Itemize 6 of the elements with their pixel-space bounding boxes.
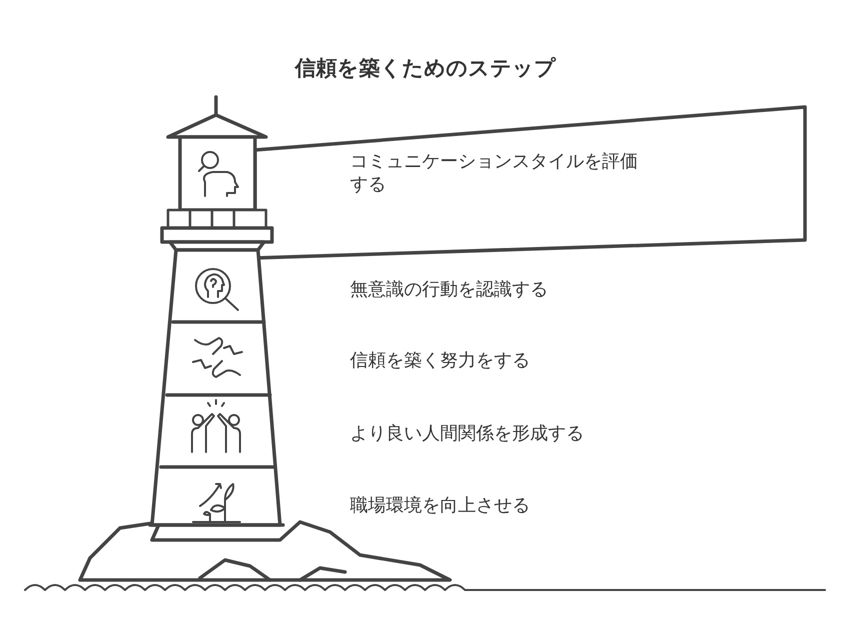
step-text: コミュニケーションスタイルを評価する bbox=[350, 150, 639, 196]
step-text: より良い人間関係を形成する bbox=[350, 422, 585, 445]
step-text: 信頼を築く努力をする bbox=[350, 349, 531, 372]
step-text: 無意識の行動を認識する bbox=[350, 278, 549, 301]
step-text: 職場環境を向上させる bbox=[350, 494, 531, 517]
title: 信頼を築くためのステップ bbox=[293, 55, 557, 82]
